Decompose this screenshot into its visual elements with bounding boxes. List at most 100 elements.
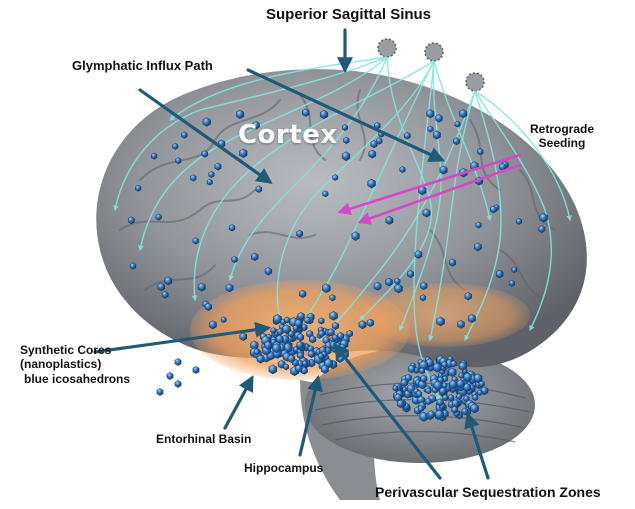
icosahedron-particle-icon	[209, 171, 215, 178]
icosahedron-particle-icon	[464, 396, 469, 402]
icosahedron-particle-icon	[458, 320, 465, 328]
icosahedron-particle-icon	[332, 334, 338, 341]
icosahedron-particle-icon	[459, 362, 467, 371]
icosahedron-particle-icon	[472, 394, 478, 400]
icosahedron-particle-icon	[328, 329, 335, 337]
icosahedron-particle-icon	[421, 282, 428, 290]
cortex-label: Cortex	[238, 120, 338, 150]
icosahedron-particle-icon	[269, 365, 277, 374]
icosahedron-particle-icon	[460, 109, 467, 118]
icosahedron-particle-icon	[232, 256, 238, 263]
icosahedron-particle-icon	[418, 405, 424, 412]
icosahedron-particle-icon	[298, 312, 305, 320]
icosahedron-particle-icon	[468, 314, 475, 323]
icosahedron-particle-icon	[352, 232, 360, 241]
icosahedron-particle-icon	[273, 344, 281, 353]
icosahedron-particle-icon	[193, 238, 199, 245]
icosahedron-particle-icon	[333, 174, 338, 180]
icosahedron-particle-icon	[455, 121, 460, 127]
icosahedron-particle-icon	[421, 375, 427, 382]
icosahedron-particle-icon	[442, 383, 447, 389]
icosahedron-particle-icon	[284, 364, 289, 370]
entorhinal-basin-label: Entorhinal Basin	[156, 432, 251, 446]
icosahedron-particle-icon	[321, 365, 328, 374]
icosahedron-particle-icon	[448, 395, 453, 401]
icosahedron-particle-icon	[428, 126, 433, 132]
icosahedron-particle-icon	[426, 388, 431, 394]
icosahedron-particle-icon	[297, 352, 303, 359]
icosahedron-particle-icon	[293, 325, 298, 331]
icosahedron-particle-icon	[236, 110, 244, 119]
synthetic-label-line2: (nanoplastics)	[20, 357, 130, 371]
glymphatic-influx-path-label: Glymphatic Influx Path	[72, 58, 213, 74]
retrograde-label-line2: Seeding	[530, 136, 594, 150]
icosahedron-particle-icon	[288, 355, 295, 363]
icosahedron-particle-icon	[436, 114, 443, 122]
icosahedron-particle-icon	[176, 158, 182, 164]
icosahedron-particle-icon	[330, 295, 336, 302]
icosahedron-particle-icon	[297, 334, 304, 342]
synthetic-cores-label: Synthetic Cores (nanoplastics) blue icos…	[20, 343, 130, 386]
icosahedron-particle-icon	[226, 284, 233, 292]
icosahedron-particle-icon	[449, 368, 457, 377]
icosahedron-particle-icon	[400, 166, 406, 172]
icosahedron-particle-icon	[408, 365, 415, 373]
icosahedron-particle-icon	[239, 149, 247, 158]
icosahedron-particle-icon	[540, 213, 548, 222]
icosahedron-particle-icon	[151, 153, 157, 160]
icosahedron-particle-icon	[465, 292, 472, 300]
icosahedron-particle-icon	[471, 404, 479, 413]
icosahedron-particle-icon	[476, 222, 482, 228]
icosahedron-particle-icon	[457, 380, 464, 389]
icosahedron-particle-icon	[203, 118, 211, 127]
icosahedron-particle-icon	[198, 283, 205, 291]
icosahedron-particle-icon	[295, 365, 302, 373]
icosahedron-particle-icon	[229, 224, 235, 231]
icosahedron-particle-icon	[490, 206, 496, 213]
icosahedron-particle-icon	[404, 132, 410, 139]
icosahedron-particle-icon	[156, 214, 162, 221]
icosahedron-particle-icon	[459, 373, 464, 379]
icosahedron-particle-icon	[319, 318, 325, 325]
icosahedron-particle-icon	[433, 131, 440, 140]
icosahedron-particle-icon	[322, 284, 330, 293]
icosahedron-particle-icon	[386, 216, 393, 224]
icosahedron-particle-icon	[251, 253, 258, 261]
icosahedron-particle-icon	[181, 132, 187, 139]
icosahedron-particle-icon	[319, 330, 325, 337]
icosahedron-particle-icon	[477, 390, 482, 396]
perivascular-sequestration-label: Perivascular Sequestration Zones	[375, 484, 601, 501]
icosahedron-particle-icon	[332, 322, 339, 330]
icosahedron-particle-icon	[165, 277, 172, 285]
icosahedron-particle-icon	[205, 303, 212, 311]
icosahedron-particle-icon	[215, 163, 221, 170]
synthetic-label-line1: Synthetic Cores	[20, 343, 130, 357]
hippocampus-label: Hippocampus	[244, 461, 323, 475]
icosahedron-particle-icon	[302, 109, 309, 117]
icosahedron-particle-icon	[162, 291, 168, 298]
icosahedron-particle-icon	[419, 368, 425, 374]
icosahedron-particle-icon	[128, 217, 134, 224]
icosahedron-particle-icon	[428, 411, 435, 419]
icosahedron-particle-icon	[397, 400, 404, 408]
icosahedron-particle-icon	[135, 185, 141, 191]
icosahedron-particle-icon	[271, 327, 276, 333]
icosahedron-particle-icon	[342, 152, 350, 161]
icosahedron-particle-icon	[347, 330, 353, 337]
icosahedron-particle-icon	[407, 270, 413, 277]
icosahedron-particle-icon	[393, 385, 398, 391]
icosahedron-particle-icon	[453, 138, 459, 145]
icosahedron-particle-icon	[276, 335, 283, 343]
icosahedron-particle-icon	[395, 284, 403, 293]
icosahedron-particle-icon	[434, 381, 442, 390]
icosahedron-particle-icon	[308, 350, 314, 357]
icosahedron-particle-icon	[425, 398, 431, 405]
icosahedron-particle-icon	[175, 358, 181, 365]
superior-sagittal-sinus-label: Superior Sagittal Sinus	[266, 6, 431, 24]
retrograde-seeding-label: Retrograde Seeding	[530, 122, 594, 151]
icosahedron-particle-icon	[283, 325, 291, 334]
icosahedron-particle-icon	[309, 336, 316, 344]
icosahedron-particle-icon	[265, 341, 272, 349]
icosahedron-particle-icon	[359, 321, 366, 329]
